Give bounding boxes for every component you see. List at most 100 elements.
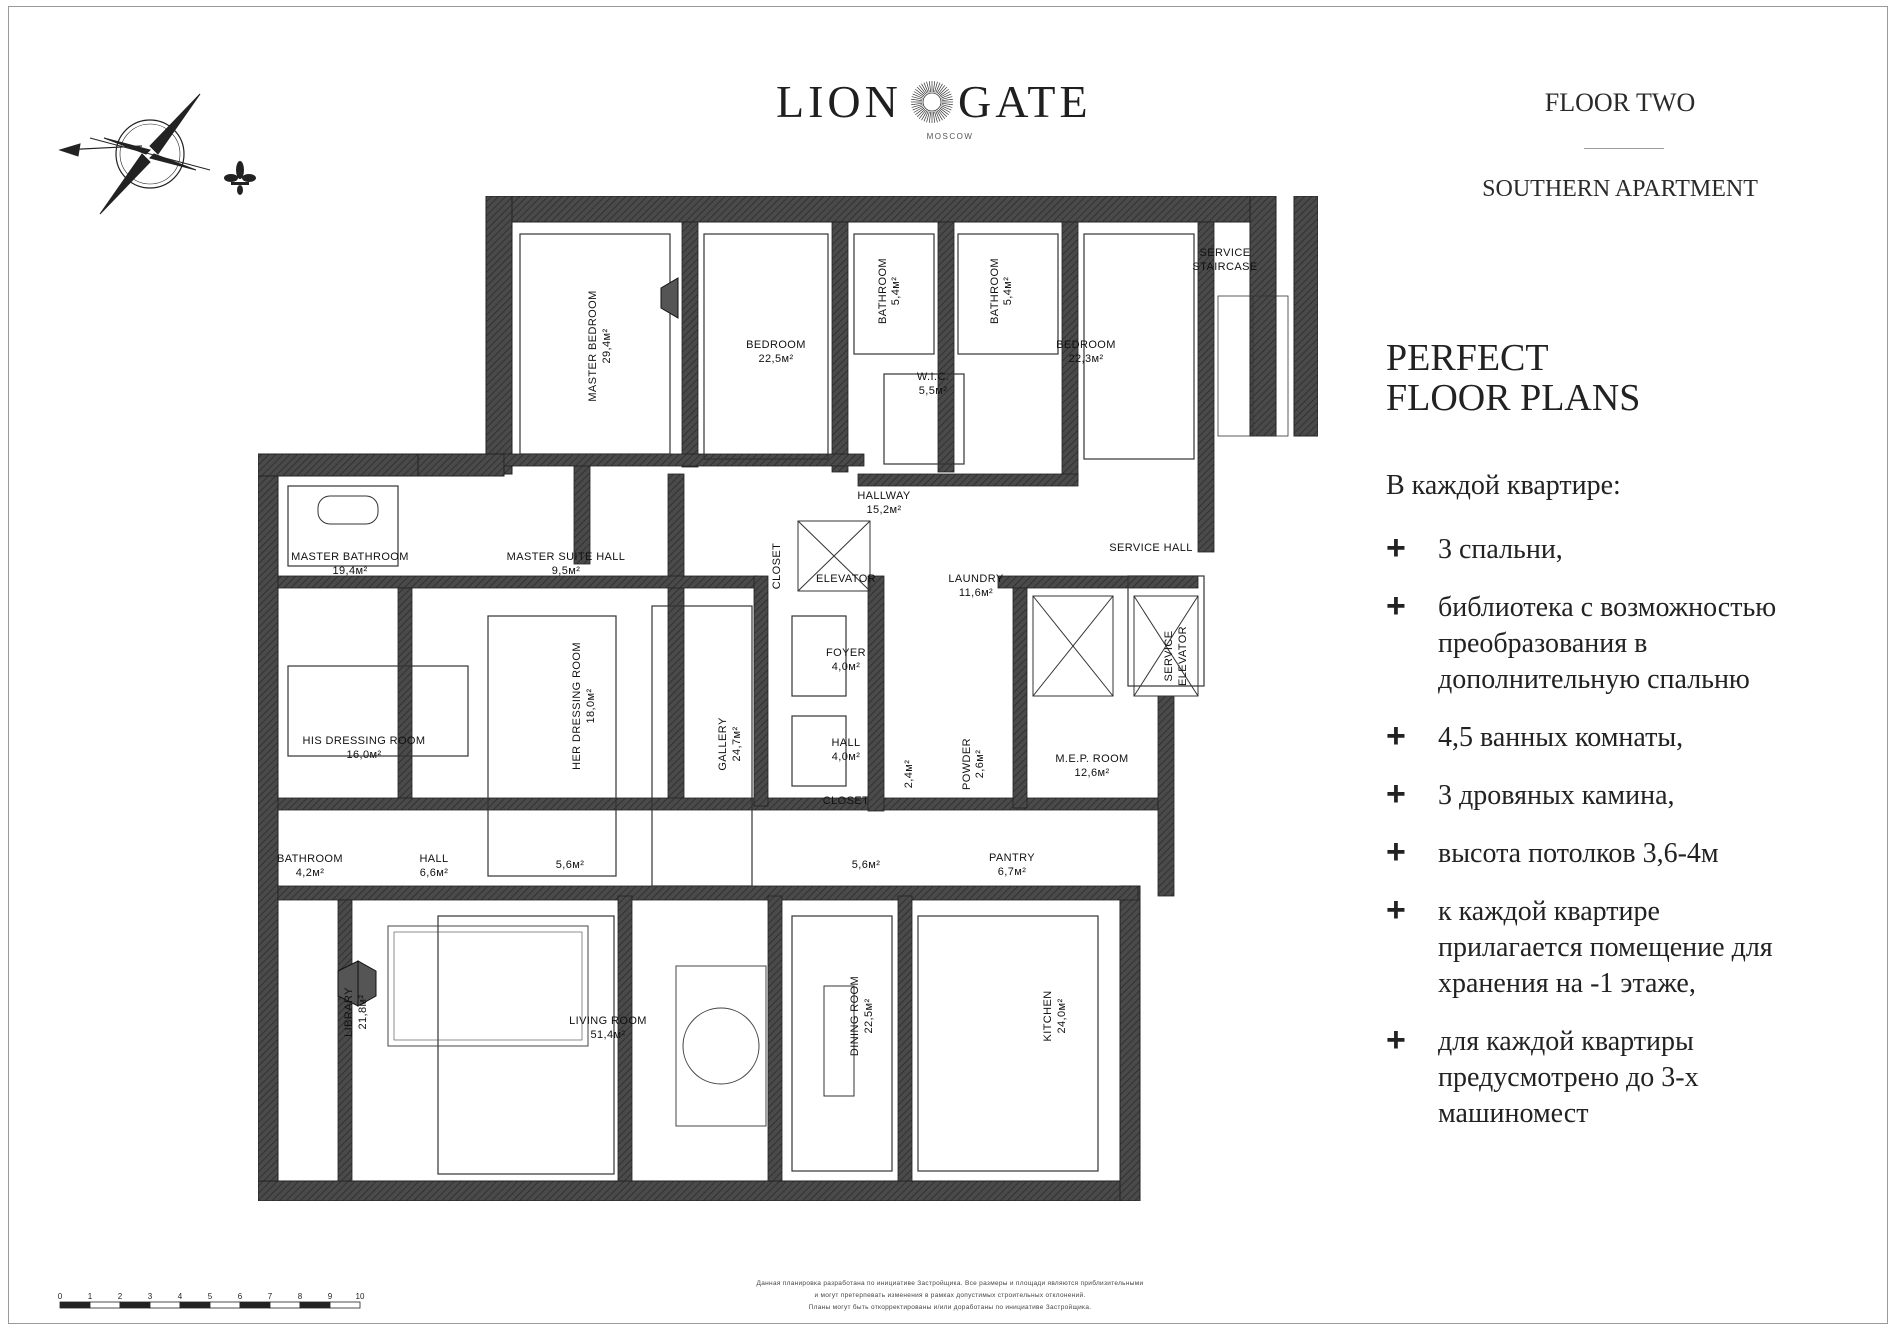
sun-ray bbox=[911, 102, 923, 106]
brand-word-right: GATE bbox=[958, 76, 1092, 127]
scale-tick-label: 0 bbox=[58, 1292, 63, 1301]
scale-segment bbox=[209, 1301, 241, 1309]
room-label-wic: W.I.C.5,5м² bbox=[917, 371, 949, 397]
feature-line: хранения на -1 этаже, bbox=[1438, 968, 1696, 999]
sun-ray bbox=[911, 96, 923, 100]
scale-segment bbox=[329, 1301, 361, 1309]
sun-ray bbox=[928, 111, 932, 123]
scale-tick-label: 7 bbox=[268, 1292, 273, 1301]
sun-ray bbox=[918, 109, 927, 119]
compass-rose-icon bbox=[58, 93, 256, 215]
sun-ray bbox=[911, 98, 923, 102]
sun-ray bbox=[913, 106, 924, 113]
sun-ray bbox=[934, 81, 938, 93]
sun-ray bbox=[936, 83, 943, 94]
sun-ray bbox=[941, 93, 952, 99]
disclaimer-line: Данная планировка разработана по инициат… bbox=[756, 1280, 1144, 1287]
scale-segment bbox=[299, 1301, 331, 1309]
sun-ray bbox=[940, 106, 951, 113]
scale-tick-label: 10 bbox=[356, 1292, 365, 1301]
room-label-elevator: ELEVATOR bbox=[816, 573, 876, 585]
feature-line: предусмотрено до 3-х bbox=[1438, 1062, 1699, 1093]
sun-ray bbox=[935, 82, 941, 93]
dining-room-rosette bbox=[675, 965, 767, 1127]
panel-heading: PERFECT FLOOR PLANS bbox=[1386, 338, 1640, 418]
floor-title: FLOOR TWO bbox=[1544, 88, 1696, 117]
room-label-area-2-4: 2,4м² bbox=[903, 760, 915, 789]
sun-ray bbox=[934, 111, 938, 123]
sun-ray bbox=[937, 109, 946, 119]
page-frame bbox=[8, 6, 1888, 1324]
sun-ray bbox=[921, 110, 928, 121]
scale-segment bbox=[59, 1301, 91, 1309]
room-label-closet-1: CLOSET bbox=[771, 543, 783, 589]
room-label-area-5-6-b: 5,6м² bbox=[852, 859, 881, 871]
brand-word-left: LION bbox=[776, 76, 902, 127]
feature-item: +3 спальни, bbox=[1386, 530, 1866, 568]
feature-line: машиномест bbox=[1438, 1098, 1589, 1129]
divider bbox=[1584, 148, 1664, 149]
sun-ray bbox=[941, 96, 953, 100]
sun-ray bbox=[923, 82, 929, 93]
feature-line: для каждой квартиры bbox=[1438, 1026, 1694, 1057]
panel-heading-line-1: PERFECT bbox=[1386, 337, 1549, 379]
service-staircase-steps bbox=[1217, 295, 1289, 437]
scale-segment bbox=[269, 1301, 301, 1309]
scale-segment bbox=[239, 1301, 271, 1309]
scale-tick-label: 9 bbox=[328, 1292, 333, 1301]
scale-segment bbox=[179, 1301, 211, 1309]
scale-tick-label: 1 bbox=[88, 1292, 93, 1301]
bathtub-icon bbox=[317, 495, 379, 525]
disclaimer-line: Планы могут быть откорректированы и/или … bbox=[808, 1304, 1092, 1311]
feature-line: 3 спальни, bbox=[1438, 534, 1563, 565]
sun-ray bbox=[926, 81, 930, 93]
sun-ray bbox=[935, 111, 941, 122]
fireplaces bbox=[337, 277, 679, 1007]
disclaimer-line: и могут претерпевать изменения в рамках … bbox=[814, 1292, 1086, 1299]
interior-walls bbox=[277, 221, 1215, 1182]
room-label-bathroom-2: BATHROOM5,4м² bbox=[989, 258, 1014, 324]
sun-ray bbox=[912, 93, 923, 99]
scale-tick-label: 2 bbox=[118, 1292, 123, 1301]
sun-ray bbox=[928, 81, 932, 93]
feature-item: +4,5 ванных комнаты, bbox=[1386, 718, 1866, 756]
feature-line: 4,5 ванных комнаты, bbox=[1438, 722, 1684, 753]
feature-item: +3 дровяных камина, bbox=[1386, 775, 1866, 814]
plus-icon: + bbox=[1386, 775, 1406, 813]
room-label-powder: POWDER2,6м² bbox=[961, 738, 986, 790]
room-label-service-hall: SERVICE HALL bbox=[1109, 542, 1192, 554]
sun-ray bbox=[915, 107, 925, 116]
sun-ray bbox=[932, 81, 936, 93]
sun-ray bbox=[940, 91, 951, 98]
sun-ray bbox=[916, 86, 926, 96]
sun-ray bbox=[918, 85, 927, 95]
sun-ray bbox=[939, 88, 949, 97]
apartment-title: SOUTHERN APARTMENT bbox=[1482, 176, 1758, 202]
sun-ray bbox=[913, 91, 924, 98]
sun-ray bbox=[915, 88, 925, 97]
scale-tick-label: 6 bbox=[238, 1292, 243, 1301]
sun-ray bbox=[926, 111, 930, 123]
brand-logo: LION GATE MOSCOW bbox=[760, 76, 1140, 146]
